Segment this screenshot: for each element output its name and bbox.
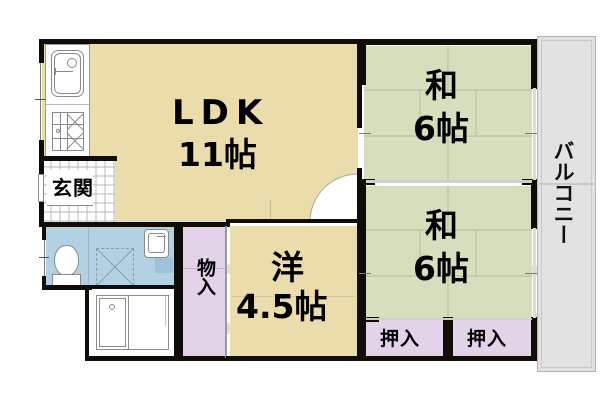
wall-genkan-top [39, 156, 117, 161]
genkan-step-edge [47, 205, 93, 206]
toilet-partition [88, 228, 89, 286]
wall-monoire-right-sliding [225, 226, 227, 358]
wall-sanitary-right [174, 222, 179, 288]
room-oshiire-2 [452, 320, 532, 359]
wall-genkan-left-lower [39, 202, 44, 224]
wall-ldk-left-lower [39, 140, 44, 161]
window-mark-washitsu-2 [525, 273, 537, 274]
stove-knob-icon [56, 129, 60, 133]
wall-bath-top [85, 285, 179, 289]
stove-burner-icons [66, 113, 84, 150]
entrance-door [38, 174, 44, 202]
bath-door-line [165, 296, 166, 326]
window-mark-washitsu-1 [525, 133, 537, 134]
wall-ldk-top [39, 39, 361, 44]
wall-oshiire-divider [443, 317, 453, 361]
wall-yoshitsu-right [357, 219, 362, 361]
genkan-step-platform [47, 170, 93, 205]
wall-oshiire-bottom [361, 356, 537, 361]
sliding-door-washitsu-1 [533, 88, 536, 180]
monoire-shelf-line [183, 268, 225, 269]
wall-bath-bottom [85, 356, 179, 361]
sanitary-accent-block [155, 258, 173, 273]
washitsu-1-name-label: 和 [425, 66, 458, 105]
wall-ldk-right-lower [357, 168, 362, 223]
stove-grill-h1 [53, 124, 83, 125]
room-balcony [537, 36, 596, 372]
ldk-grid-v [270, 200, 271, 220]
wall-ldk-left-upper [39, 39, 44, 63]
fusuma-between-washitsu [366, 180, 532, 183]
wall-washitsu-2-right [531, 179, 537, 229]
bathtub-drain-icon [109, 304, 115, 310]
window-mark-washitsu-2b [359, 273, 371, 274]
washitsu-1-size-label: 6帖 [413, 109, 469, 148]
ldk-name-label: LDK [172, 93, 270, 133]
counter-edge [46, 104, 89, 105]
oshiire-2-label: 押入 [467, 328, 508, 350]
yoshitsu-name-label: 洋 [271, 248, 304, 287]
wall-genkan-bottom [39, 222, 179, 227]
washitsu-2-size-label: 6帖 [413, 249, 469, 288]
wall-ldk-bottom-right [226, 219, 362, 223]
stove-grill-v1 [60, 113, 61, 150]
wall-sanitary-left-lower [42, 276, 46, 290]
yoshitsu-grid-h [232, 296, 356, 297]
genkan-label: 玄関 [52, 176, 94, 200]
wall-oshiire-right [531, 317, 537, 361]
wall-monoire-top [179, 222, 230, 227]
window-mark-washitsu-1b [359, 133, 371, 134]
stove-grill-v2 [67, 113, 68, 150]
wall-washitsu-2-left [361, 183, 366, 361]
wall-monoire-bottom [179, 356, 230, 361]
wall-washitsu-1-right [531, 39, 537, 89]
wall-genkan-left-upper [39, 156, 44, 174]
wall-washitsu-1-left [361, 39, 366, 85]
sink-faucet-stem [55, 68, 56, 75]
balcony-notch [537, 183, 596, 185]
vanity-faucet-icon [157, 236, 166, 237]
toilet-window [44, 240, 45, 276]
kitchen-window [40, 60, 41, 140]
wall-monoire-left [179, 222, 183, 361]
wall-yoshitsu-bottom [226, 356, 362, 361]
ldk-size-label: 11帖 [178, 135, 257, 174]
washitsu-2-name-label: 和 [425, 206, 458, 245]
kitchen-window-mark [35, 99, 45, 100]
balcony-label: バルコニー [551, 140, 575, 245]
wall-sanitary-left-upper [42, 226, 46, 240]
wall-bath-left [85, 285, 89, 361]
ldk-swing-door-icon [309, 173, 359, 223]
balcony-inner-outline [541, 40, 592, 368]
wall-washitsu-1-top [361, 39, 536, 45]
washer-space-x-icon [96, 248, 134, 286]
wall-sanitary-bottom-left [42, 285, 92, 290]
vanity-basin-inner [148, 233, 165, 253]
bath-washing-area [129, 295, 169, 350]
yoshitsu-size-label: 4.5帖 [236, 287, 328, 326]
toilet-bowl-icon [54, 245, 79, 276]
room-yoshitsu [230, 226, 358, 359]
sink-drain-icon [67, 58, 77, 68]
wall-ldk-right [357, 39, 362, 128]
washitsu-2-tatami-grid [364, 186, 532, 320]
sink-faucet-icon [55, 71, 73, 72]
washitsu-1-tatami-grid [364, 46, 532, 180]
wall-bath-right [174, 285, 179, 361]
oshiire-1-label: 押入 [380, 328, 421, 350]
fusuma-oshiire-top [366, 318, 532, 320]
monoire-label: 物入 [194, 258, 216, 296]
room-monoire [182, 226, 226, 359]
stove-grill-h2 [53, 138, 83, 139]
room-oshiire-1 [364, 320, 445, 359]
toilet-window-mark [39, 257, 49, 258]
